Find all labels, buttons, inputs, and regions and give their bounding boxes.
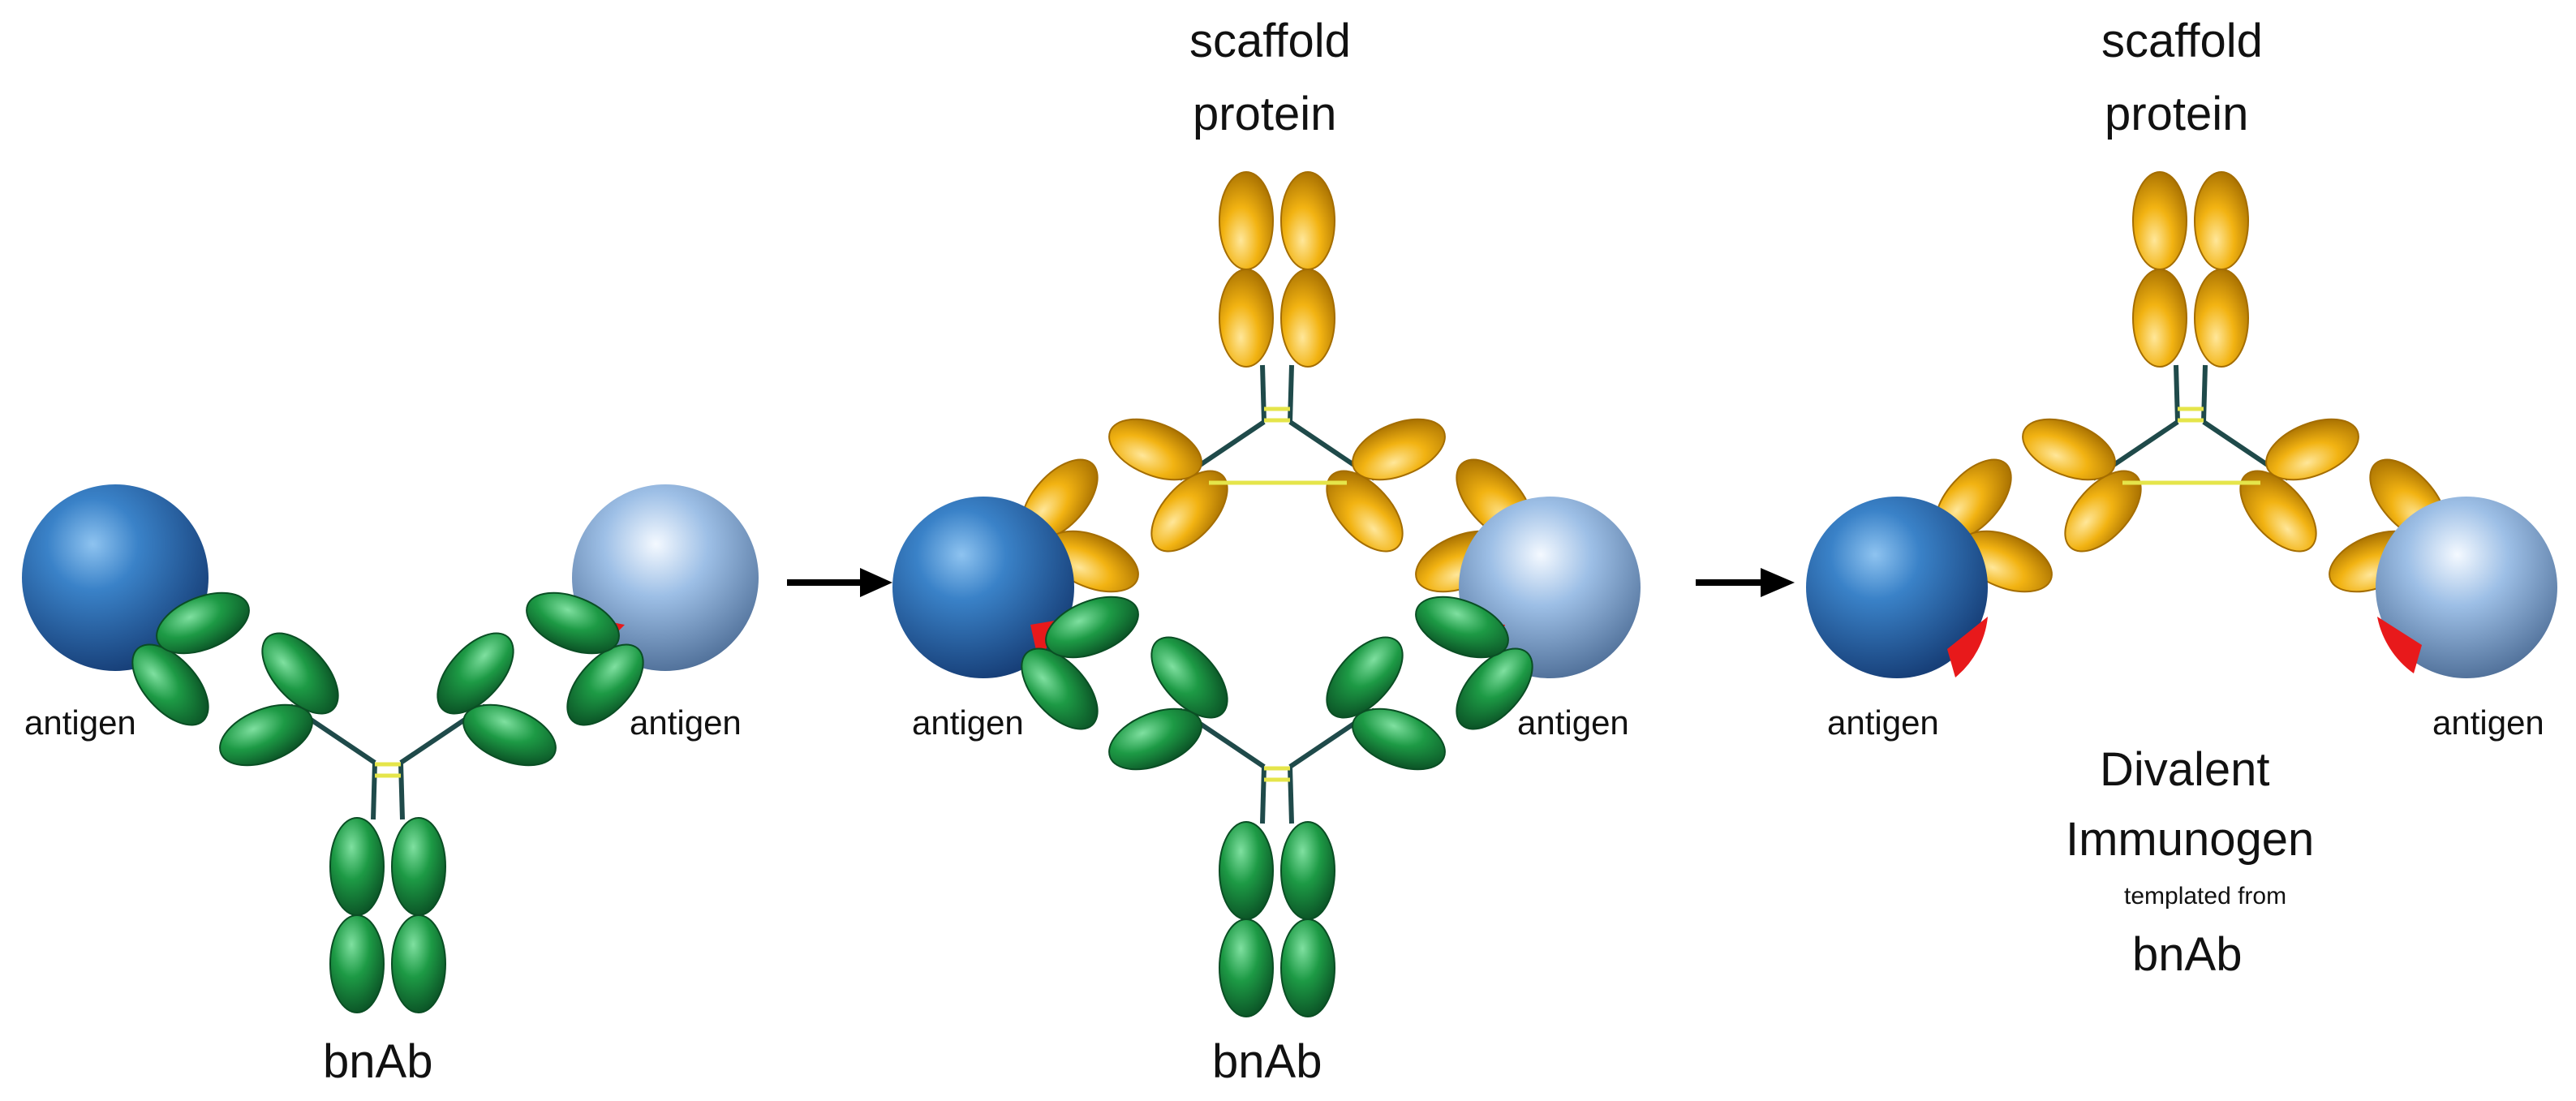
epitope-patch xyxy=(2377,617,2422,673)
panel-2 xyxy=(892,172,1641,1017)
scaffold-protein-shape xyxy=(1921,172,2460,604)
antigen-left-sphere xyxy=(892,497,1074,678)
antigen-left-sphere xyxy=(1806,497,1988,678)
bnab-label: bnAb xyxy=(323,1035,433,1088)
antigen-label: antigen xyxy=(2432,703,2544,742)
scaffold-label-line2: protein xyxy=(1193,88,1337,140)
panel-3 xyxy=(1806,172,2557,678)
antigen-label: antigen xyxy=(1517,703,1629,742)
antigen-label: antigen xyxy=(630,703,742,742)
antigen-label: antigen xyxy=(912,703,1024,742)
antigen-label: antigen xyxy=(1827,703,1939,742)
scaffold-label-line2: protein xyxy=(2105,88,2249,140)
bnab-label: bnAb xyxy=(1212,1035,1322,1088)
result-title-line1: Divalent xyxy=(2100,743,2270,796)
antigen-right-sphere xyxy=(2376,497,2557,678)
scaffold-label-line1: scaffold xyxy=(2101,15,2263,67)
epitope-patch xyxy=(1947,617,1988,677)
scaffold-label-line1: scaffold xyxy=(1189,15,1351,67)
right-arrow-icon xyxy=(787,568,892,597)
result-subtitle: templated from xyxy=(2124,883,2287,910)
antibody-shape xyxy=(118,581,657,1013)
antigen-label: antigen xyxy=(24,703,136,742)
right-arrow-icon xyxy=(1696,568,1795,597)
result-title-line2: Immunogen xyxy=(2066,813,2315,866)
panel-1 xyxy=(22,484,759,1013)
antibody-shape xyxy=(1008,585,1546,1017)
scaffold-protein-shape xyxy=(1008,172,1546,604)
result-bnab-label: bnAb xyxy=(2132,928,2243,981)
